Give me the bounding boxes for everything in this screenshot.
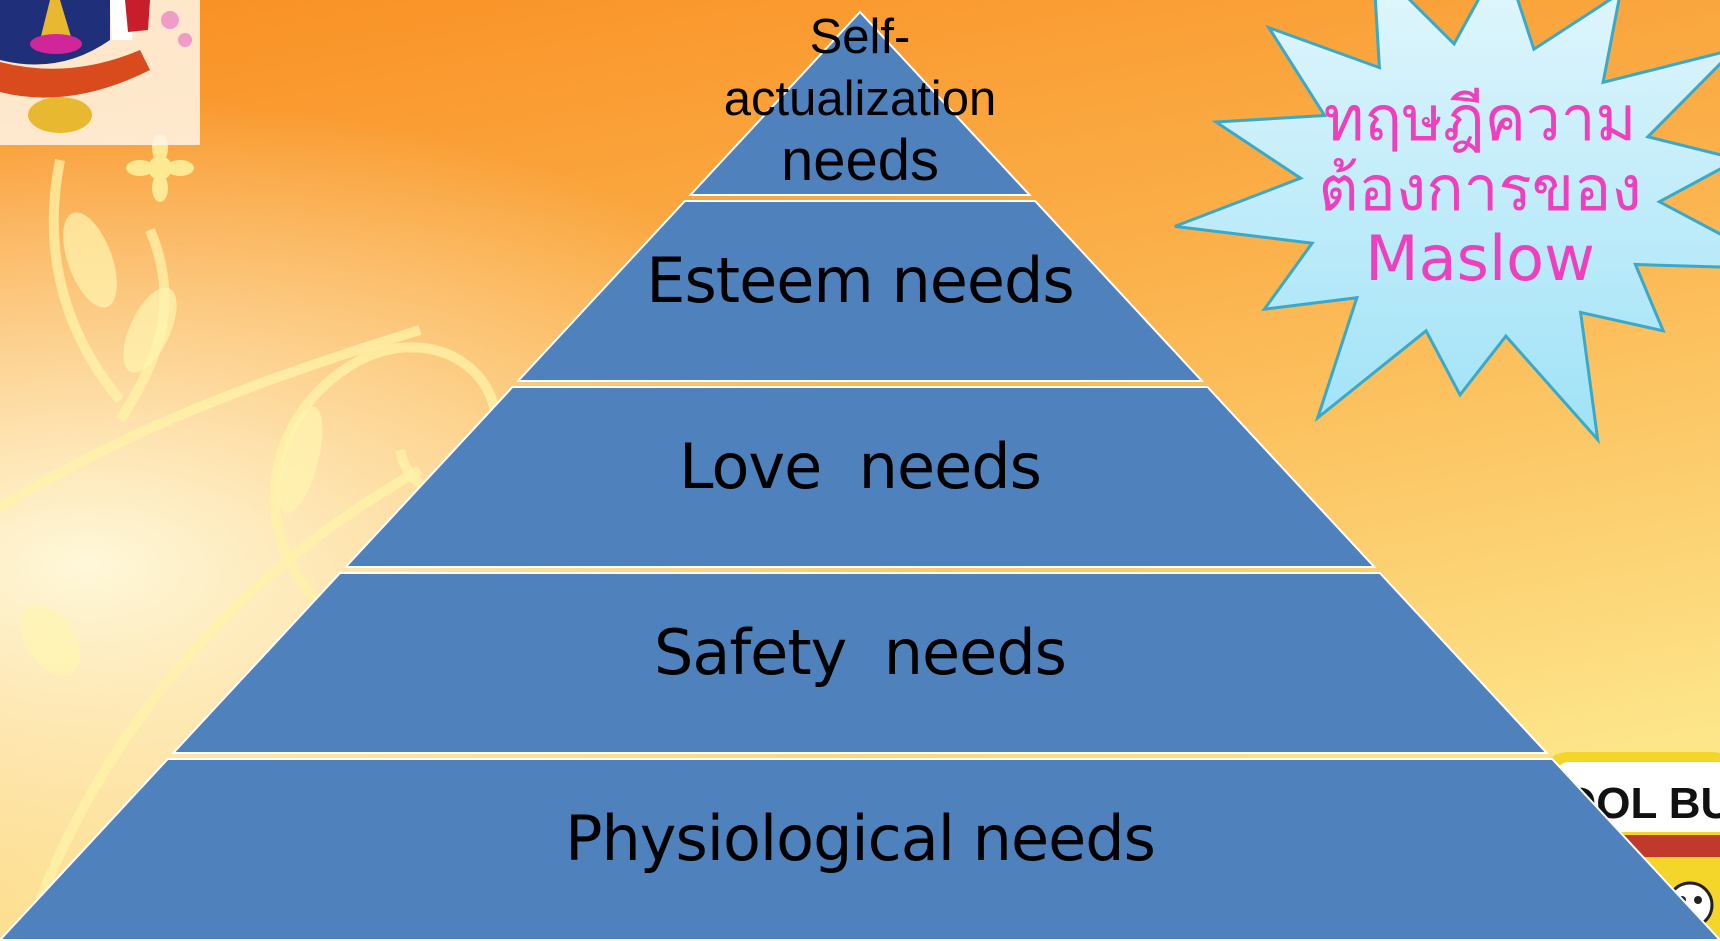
- level-label-line: needs: [780, 128, 940, 193]
- level-label-physiological: Physiological needs: [565, 802, 1156, 875]
- level-label-line: Self-: [809, 10, 911, 64]
- school-crest-logo: [0, 0, 200, 145]
- callout-line: Maslow: [1365, 222, 1595, 295]
- pyramid-level-esteem: [515, 200, 1205, 382]
- maslow-pyramid: [0, 10, 1720, 941]
- level-label-love: Love needs: [679, 430, 1042, 503]
- leaf-decoration: [19, 212, 323, 676]
- level-label-safety: Safety needs: [654, 616, 1067, 689]
- pyramid-level-self-actualization: [688, 10, 1032, 196]
- callout-title: ทฤษฎีความ ต้องการของ Maslow: [1250, 84, 1710, 294]
- level-label-self-actualization: Self- actualization needs: [660, 6, 1060, 192]
- callout-line: ต้องการของ: [1318, 152, 1642, 225]
- pyramid-level-safety: [171, 572, 1549, 754]
- level-label-esteem: Esteem needs: [646, 244, 1074, 317]
- level-label-line: actualization: [723, 72, 997, 126]
- callout-line: ทฤษฎีความ: [1323, 82, 1637, 155]
- pyramid-level-physiological: [0, 758, 1720, 941]
- pyramid-level-love: [343, 386, 1377, 568]
- starburst-callout: [1174, 0, 1720, 445]
